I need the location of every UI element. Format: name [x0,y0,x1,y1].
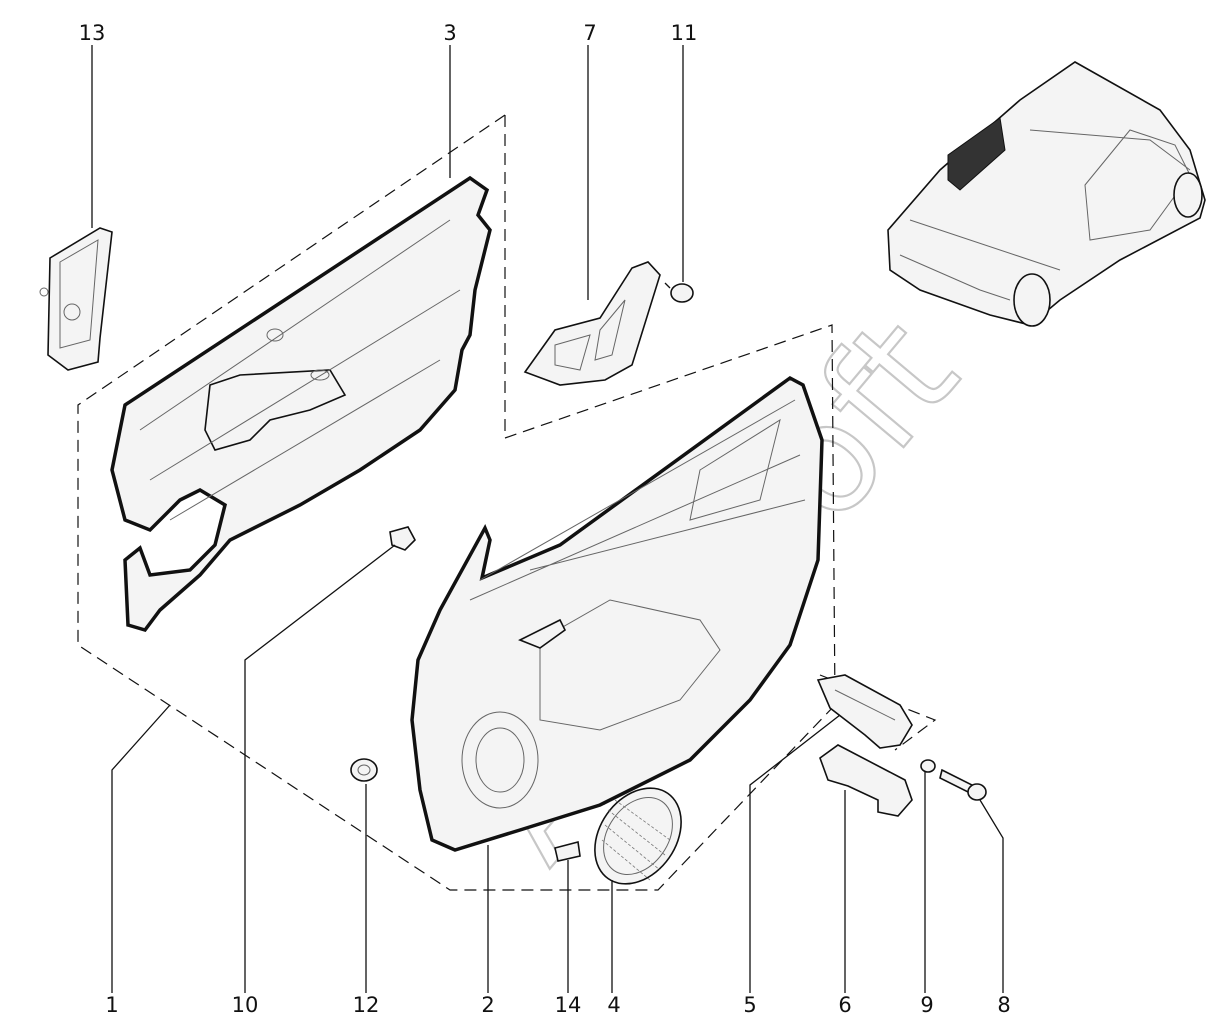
assembly-boundary-1 [77,114,836,891]
callout-2: 2 [481,993,494,1017]
part-14-label [554,840,581,862]
assembly-boundary-2 [504,115,836,706]
callout-14: 14 [555,993,582,1017]
part-12-clip [350,758,378,782]
callout-10: 10 [232,993,259,1017]
part-10-clip [389,526,416,551]
callout-6: 6 [838,993,851,1017]
callout-8: 8 [997,993,1010,1017]
part-9-washer [920,759,936,773]
callout-4: 4 [607,993,620,1017]
leader-lines [91,45,1004,993]
callout-12: 12 [353,993,380,1017]
part-8-bolt [939,768,987,801]
part-13-bracket [39,227,113,371]
part-7-bracket [523,261,661,386]
callout-3: 3 [443,21,456,45]
callout-13: 13 [79,21,106,45]
part-3-sound-panel [110,175,492,633]
callout-7: 7 [583,21,596,45]
part-11-clip [664,282,694,303]
callout-1: 1 [105,993,118,1017]
callout-5: 5 [743,993,756,1017]
callout-11: 11 [671,21,698,45]
part-2-door-trim-panel [410,375,824,852]
callout-9: 9 [920,993,933,1017]
car-inset [887,61,1206,327]
part-5-handle [816,674,913,749]
part-6-handle-cover [819,744,913,817]
part-4-speaker-grille [594,787,682,885]
